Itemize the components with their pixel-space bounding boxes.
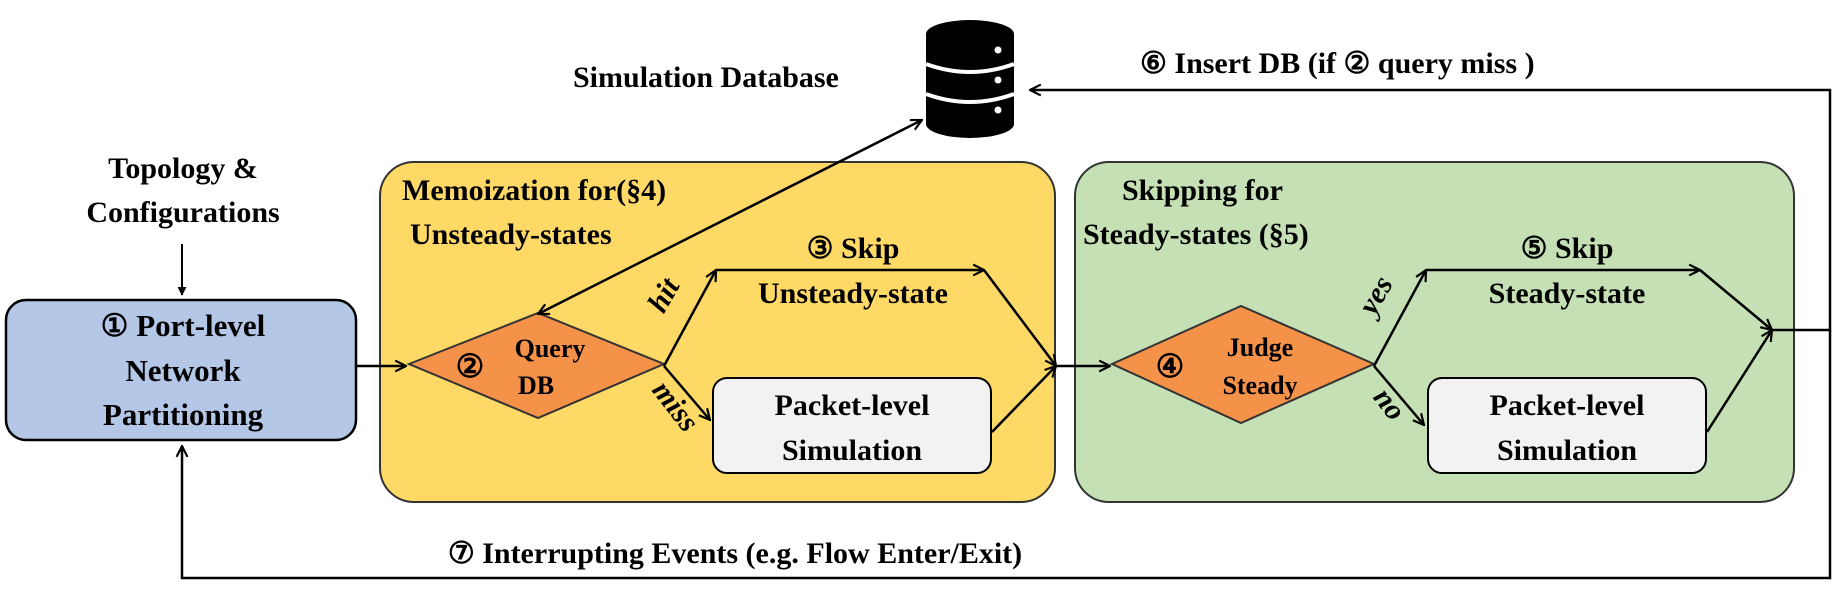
skip-unsteady-merge bbox=[983, 269, 1056, 366]
partition-label-line1: ① Port-level bbox=[101, 308, 266, 343]
skip-unsteady-line1: ③ Skip bbox=[807, 232, 900, 265]
interrupt-label: ⑦ Interrupting Events (e.g. Flow Enter/E… bbox=[448, 537, 1022, 570]
packet-sim-2-line1: Packet-level bbox=[1490, 389, 1645, 422]
skip-unsteady-line2: Unsteady-state bbox=[758, 277, 948, 310]
memo-panel-title-line2: Unsteady-states bbox=[410, 218, 612, 251]
partition-box bbox=[4, 298, 358, 442]
insert-db-label: ⑥ Insert DB (if ② query miss ) bbox=[1140, 47, 1535, 80]
sim2-merge bbox=[1705, 330, 1772, 433]
query-number: ② bbox=[456, 348, 485, 384]
skip-steady-line2: Steady-state bbox=[1489, 277, 1646, 310]
packet-sim-box-1 bbox=[712, 377, 992, 474]
input-label-line1: Topology & bbox=[108, 152, 258, 185]
judge-label-line2: Steady bbox=[1222, 371, 1297, 400]
input-label-line2: Configurations bbox=[86, 196, 279, 229]
judge-number: ④ bbox=[1156, 348, 1185, 384]
insert-db-feedback bbox=[1030, 90, 1832, 332]
yes-arrow bbox=[1372, 270, 1426, 367]
query-label-line1: Query bbox=[515, 334, 586, 363]
skip-steady-line1: ⑤ Skip bbox=[1521, 232, 1614, 265]
interrupt-feedback bbox=[182, 330, 1832, 580]
packet-sim-1-line1: Packet-level bbox=[775, 389, 930, 422]
skip-steady-merge bbox=[1699, 269, 1772, 330]
memo-panel-title-line1: Memoization for(§4) bbox=[402, 174, 666, 207]
skip-panel-title-line1: Skipping for bbox=[1122, 174, 1283, 207]
packet-sim-box-2 bbox=[1427, 377, 1707, 474]
partition-label-line2: Network bbox=[125, 353, 241, 388]
skip-panel-title-line2: Steady-states (§5) bbox=[1083, 218, 1309, 251]
sim1-merge bbox=[991, 366, 1056, 433]
partition-label-line3: Partitioning bbox=[103, 397, 264, 432]
database-icon bbox=[925, 20, 1015, 138]
query-label-line2: DB bbox=[518, 371, 554, 400]
packet-sim-2-line2: Simulation bbox=[1497, 434, 1637, 467]
query-db-link bbox=[538, 118, 922, 316]
no-arrow bbox=[1373, 365, 1424, 425]
hit-arrow bbox=[662, 270, 716, 367]
packet-sim-1-line2: Simulation bbox=[782, 434, 922, 467]
judge-label-line1: Judge bbox=[1227, 333, 1293, 362]
database-label: Simulation Database bbox=[573, 61, 839, 94]
miss-arrow bbox=[663, 365, 710, 420]
